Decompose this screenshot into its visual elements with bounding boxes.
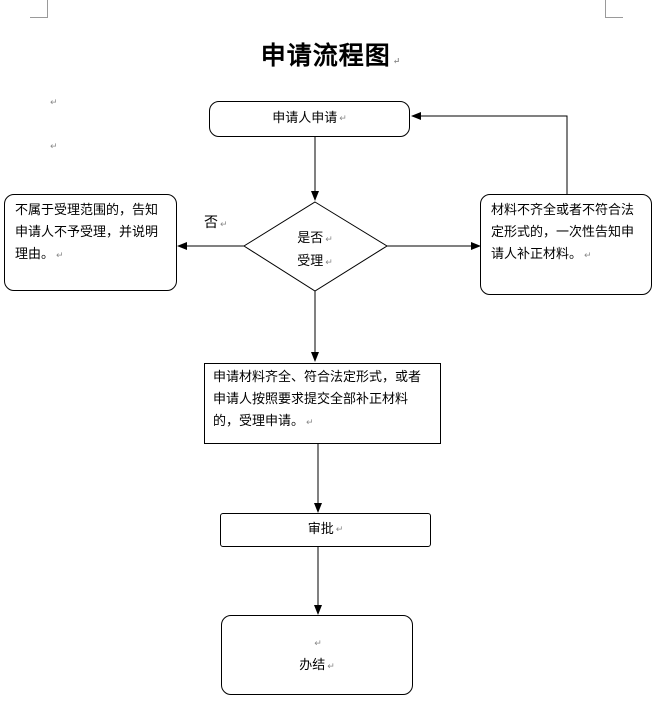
paragraph-mark: ↵ <box>327 661 335 672</box>
node-accept: 申请材料齐全、符合法定形式，或者申请人按照要求提交全部补正材料的，受理申请。↵ <box>204 363 441 444</box>
page-title: 申请流程图↵ <box>0 36 662 72</box>
node-supplement: 材料不齐全或者不符合法定形式的，一次性告知申请人补正材料。↵ <box>480 194 652 295</box>
node-approve-label: 审批 <box>307 522 334 537</box>
crop-mark-top-right <box>605 0 623 18</box>
paragraph-mark: ↵ <box>220 220 228 230</box>
paragraph-mark: ↵ <box>314 638 322 649</box>
crop-mark-top-left <box>30 0 48 18</box>
paragraph-mark: ↵ <box>325 235 333 245</box>
paragraph-mark: ↵ <box>584 251 592 261</box>
node-supplement-label: 材料不齐全或者不符合法定形式的，一次性告知申请人补正材料。 <box>491 203 635 262</box>
paragraph-mark: ↵ <box>339 114 347 124</box>
paragraph-mark: ↵ <box>392 57 402 67</box>
node-apply: 申请人申请↵ <box>209 101 410 137</box>
paragraph-mark: ↵ <box>50 142 58 152</box>
paragraph-mark: ↵ <box>50 98 58 108</box>
node-apply-label: 申请人申请 <box>272 111 338 126</box>
node-finish-label: 办结 <box>299 657 326 673</box>
node-reject-label: 不属于受理范围的，告知申请人不予受理，并说明理由。 <box>15 203 159 262</box>
paragraph-mark: ↵ <box>306 418 314 428</box>
node-finish: ↵ 办结↵ <box>221 615 413 695</box>
node-reject: 不属于受理范围的，告知申请人不予受理，并说明理由。↵ <box>4 194 177 291</box>
node-approve: 审批↵ <box>220 513 431 547</box>
decision-label-line-2: 受理 <box>297 254 324 269</box>
paragraph-mark: ↵ <box>325 258 333 268</box>
page-title-text: 申请流程图 <box>260 41 391 70</box>
edge-label-no-text: 否 <box>204 215 218 231</box>
paragraph-mark: ↵ <box>56 251 64 261</box>
decision-label: 是否↵ 受理↵ <box>283 228 347 274</box>
paragraph-mark: ↵ <box>335 525 344 535</box>
decision-label-line-1: 是否 <box>297 231 324 246</box>
node-accept-label: 申请材料齐全、符合法定形式，或者申请人按照要求提交全部补正材料的，受理申请。 <box>213 370 422 429</box>
arrow-supplement-to-apply <box>411 112 568 194</box>
edge-label-no: 否↵ <box>204 212 228 232</box>
